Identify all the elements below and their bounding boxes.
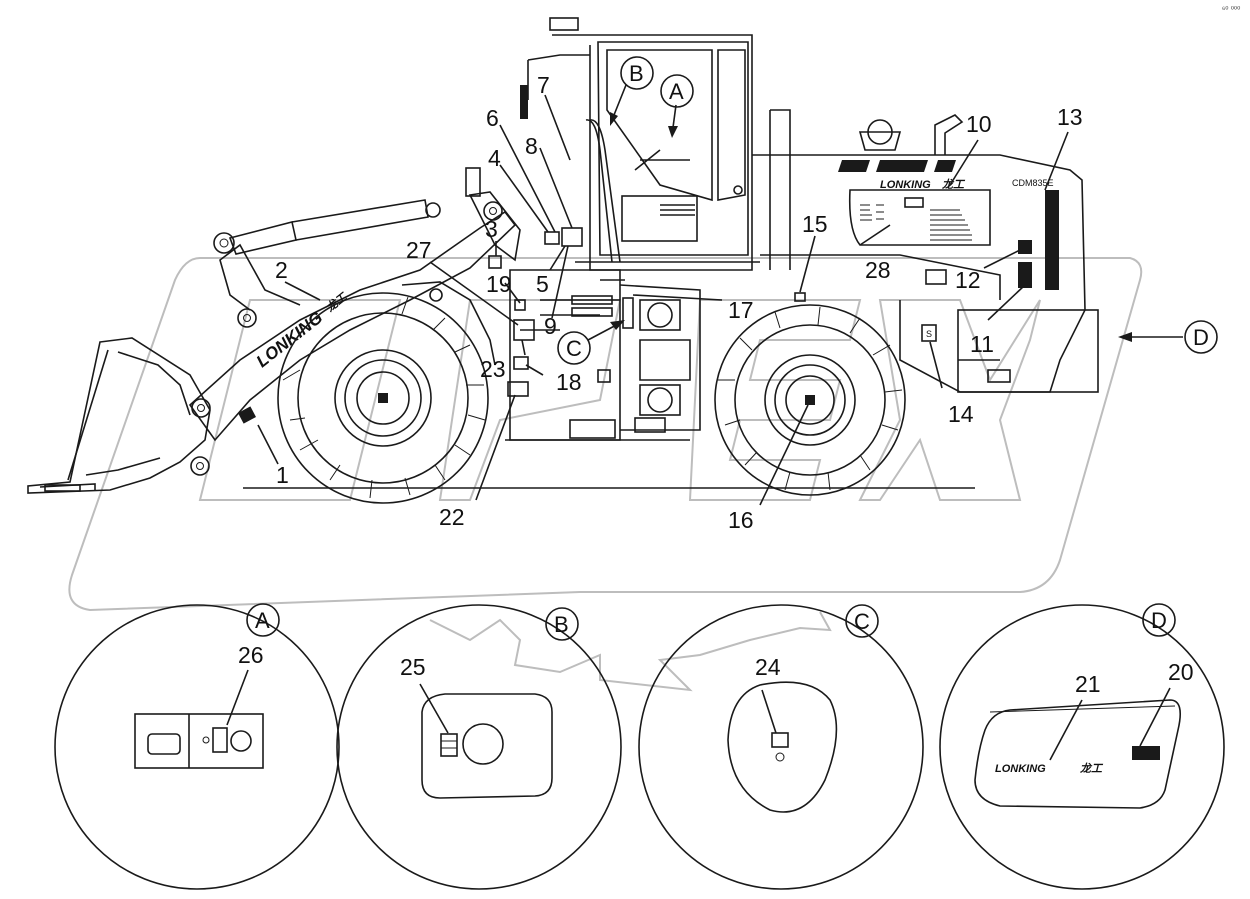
boom-brand-cn: 龙工 bbox=[323, 289, 351, 315]
sticker-20 bbox=[1132, 746, 1160, 760]
callout-26: 26 bbox=[238, 642, 264, 668]
callout-22: 22 bbox=[439, 504, 465, 530]
view-marker-c bbox=[557, 331, 591, 365]
callout-18: 18 bbox=[556, 369, 582, 395]
svg-text:C: C bbox=[566, 336, 582, 361]
callout-20: 20 bbox=[1168, 659, 1194, 685]
wheel-loader: LONKING 龙工 bbox=[27, 17, 1099, 504]
callout-4: 4 bbox=[488, 145, 501, 171]
callout-23: 23 bbox=[480, 356, 506, 382]
callout-3: 3 bbox=[485, 216, 498, 242]
chassis bbox=[488, 255, 701, 441]
sticker-11 bbox=[1018, 262, 1032, 288]
callout-27: 27 bbox=[406, 237, 432, 263]
callout-2: 2 bbox=[275, 257, 288, 283]
corner-mark: ⁶⁰ ⁰⁰⁰ bbox=[1222, 5, 1240, 14]
view-marker-b bbox=[620, 56, 654, 90]
detail-d-brand-cn: 龙工 bbox=[1079, 762, 1104, 775]
rear-wheel bbox=[714, 304, 906, 496]
sticker-22 bbox=[507, 381, 529, 397]
callout-12: 12 bbox=[955, 267, 981, 293]
callout-7: 7 bbox=[537, 72, 550, 98]
sticker-6 bbox=[544, 231, 560, 245]
sticker-1 bbox=[238, 406, 256, 424]
svg-text:A: A bbox=[255, 608, 270, 633]
boom-arm: LONKING 龙工 bbox=[188, 167, 521, 476]
callout-11: 11 bbox=[970, 331, 994, 357]
engine-hood: LONKING 龙工 CDM835E S bbox=[752, 109, 1099, 393]
callout-9: 9 bbox=[544, 313, 557, 339]
bucket bbox=[27, 337, 256, 494]
sticker-4-8 bbox=[561, 227, 583, 247]
svg-text:B: B bbox=[554, 612, 569, 637]
callout-15: 15 bbox=[802, 211, 828, 237]
callout-25: 25 bbox=[400, 654, 426, 680]
sticker-14-text: S bbox=[926, 329, 932, 339]
hood-vents bbox=[860, 204, 972, 241]
leader-lines bbox=[257, 84, 1183, 506]
view-marker-d bbox=[1184, 320, 1218, 354]
sticker-12 bbox=[1018, 240, 1032, 254]
sticker-13 bbox=[1045, 190, 1059, 290]
sticker-27 bbox=[513, 319, 535, 341]
view-marker-a bbox=[660, 74, 694, 108]
svg-text:C: C bbox=[854, 609, 870, 634]
callout-19: 19 bbox=[486, 271, 512, 297]
svg-text:B: B bbox=[629, 61, 644, 86]
watermark bbox=[68, 257, 1143, 692]
callout-16: 16 bbox=[728, 507, 754, 533]
svg-text:A: A bbox=[669, 79, 684, 104]
callout-5: 5 bbox=[536, 271, 549, 297]
sticker-26 bbox=[212, 727, 228, 753]
sticker-18 bbox=[513, 356, 529, 370]
callout-28: 28 bbox=[865, 257, 891, 283]
hood-brand-text: LONKING bbox=[880, 179, 931, 191]
callout-14: 14 bbox=[948, 401, 974, 427]
detail-view-c: C bbox=[638, 604, 924, 890]
sticker-3 bbox=[488, 255, 502, 269]
detail-view-b: B bbox=[336, 604, 622, 890]
sticker-24 bbox=[771, 732, 789, 748]
sticker-25 bbox=[440, 733, 458, 757]
callout-numbers: 1 2 3 4 5 6 7 8 9 10 11 12 13 14 15 16 1… bbox=[238, 72, 1194, 697]
front-wheel bbox=[277, 281, 496, 504]
sticker-14 bbox=[921, 324, 937, 342]
cab bbox=[520, 17, 760, 281]
sticker-17 bbox=[622, 297, 634, 329]
callout-13: 13 bbox=[1057, 104, 1083, 130]
svg-text:D: D bbox=[1193, 325, 1209, 350]
callout-1: 1 bbox=[276, 462, 289, 488]
callout-24: 24 bbox=[755, 654, 781, 680]
svg-text:D: D bbox=[1151, 608, 1167, 633]
detail-d-brand-text: LONKING bbox=[995, 763, 1046, 775]
model-label: CDM835E bbox=[1012, 178, 1054, 188]
callout-6: 6 bbox=[486, 105, 499, 131]
callout-10: 10 bbox=[966, 111, 992, 137]
sticker-15 bbox=[794, 292, 806, 302]
view-markers: B A C D bbox=[557, 56, 1218, 365]
callout-8: 8 bbox=[525, 133, 538, 159]
hood-brand-cn: 龙工 bbox=[941, 178, 966, 191]
sticker-19 bbox=[514, 299, 526, 311]
callout-21: 21 bbox=[1075, 671, 1101, 697]
detail-view-d: D LONKING 龙工 bbox=[939, 603, 1225, 890]
callout-17: 17 bbox=[728, 297, 754, 323]
detail-view-a: A bbox=[54, 603, 340, 890]
